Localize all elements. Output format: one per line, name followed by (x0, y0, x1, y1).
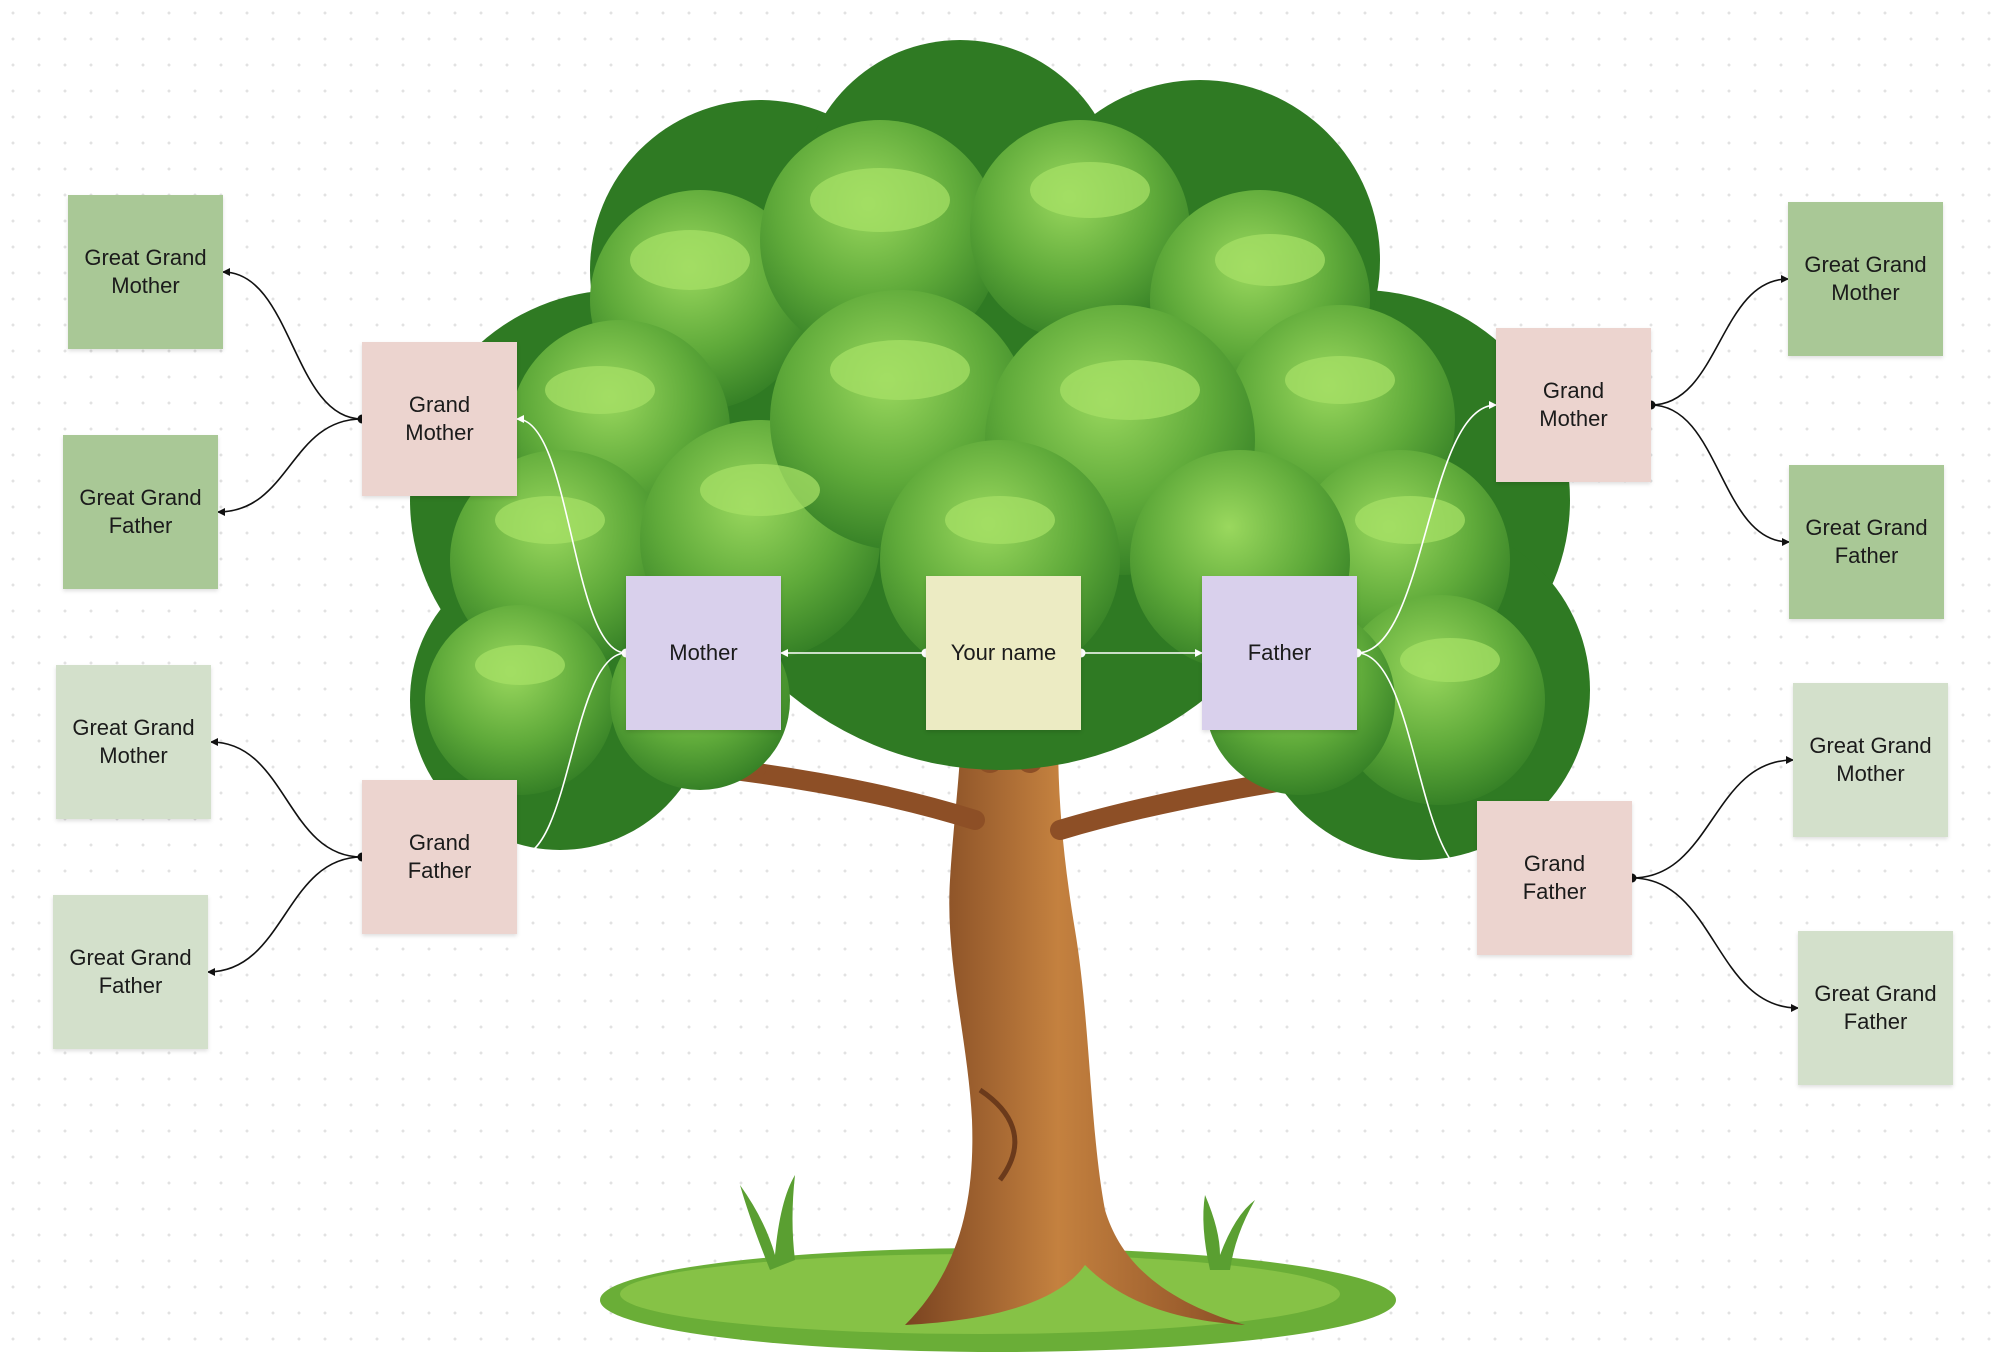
connector-paternal_grandmother-ggm_3 (1650, 275, 1789, 406)
connector-father-paternal_grandmother (1356, 401, 1497, 654)
connector-mother-maternal_grandmother (516, 415, 627, 654)
connector-paternal_grandfather-ggm_4 (1631, 756, 1794, 879)
father-node[interactable]: Father (1202, 576, 1357, 730)
connector-maternal_grandfather-ggf_2 (207, 856, 363, 976)
connector-maternal_grandfather-ggm_2 (210, 738, 363, 858)
connector-paternal_grandmother-ggf_3 (1650, 404, 1790, 546)
mother-node[interactable]: Mother (626, 576, 781, 730)
connector-paternal_grandfather-ggf_4 (1631, 877, 1799, 1012)
connector-maternal_grandmother-ggf_1 (217, 418, 363, 516)
connector-father-paternal_grandfather (1356, 652, 1478, 882)
your-name-node[interactable]: Your name (926, 576, 1081, 730)
your-name-label: Your name (950, 640, 1057, 665)
connector-mother-maternal_grandfather (516, 652, 627, 861)
father-label: Father (1247, 640, 1312, 665)
mother-label: Mother (669, 640, 738, 665)
connector-maternal_grandmother-ggm_1 (222, 268, 363, 420)
